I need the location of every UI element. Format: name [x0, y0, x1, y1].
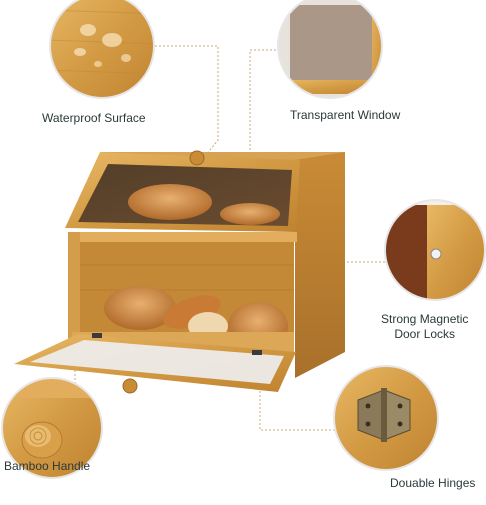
bamboo-handle-label: Bamboo Handle — [4, 459, 91, 473]
waterproof-surface-detail — [49, 0, 155, 99]
transparent-window-label: Transparent Window — [290, 108, 401, 122]
magnetic-lock-detail — [384, 199, 486, 301]
waterproof-surface-label: Waterproof Surface — [42, 111, 146, 125]
transparent-window-detail — [277, 0, 383, 99]
magnetic-door-locks-label: Strong Magnetic Door Locks — [381, 312, 468, 342]
magnetic-label-line1: Strong Magnetic — [381, 312, 469, 326]
bamboo-handle-detail — [1, 377, 103, 479]
bread-box — [14, 150, 345, 394]
magnetic-label-line2: Door Locks — [394, 327, 456, 341]
hinges-label: Douable Hinges — [390, 476, 476, 490]
hinges-detail — [333, 365, 439, 471]
